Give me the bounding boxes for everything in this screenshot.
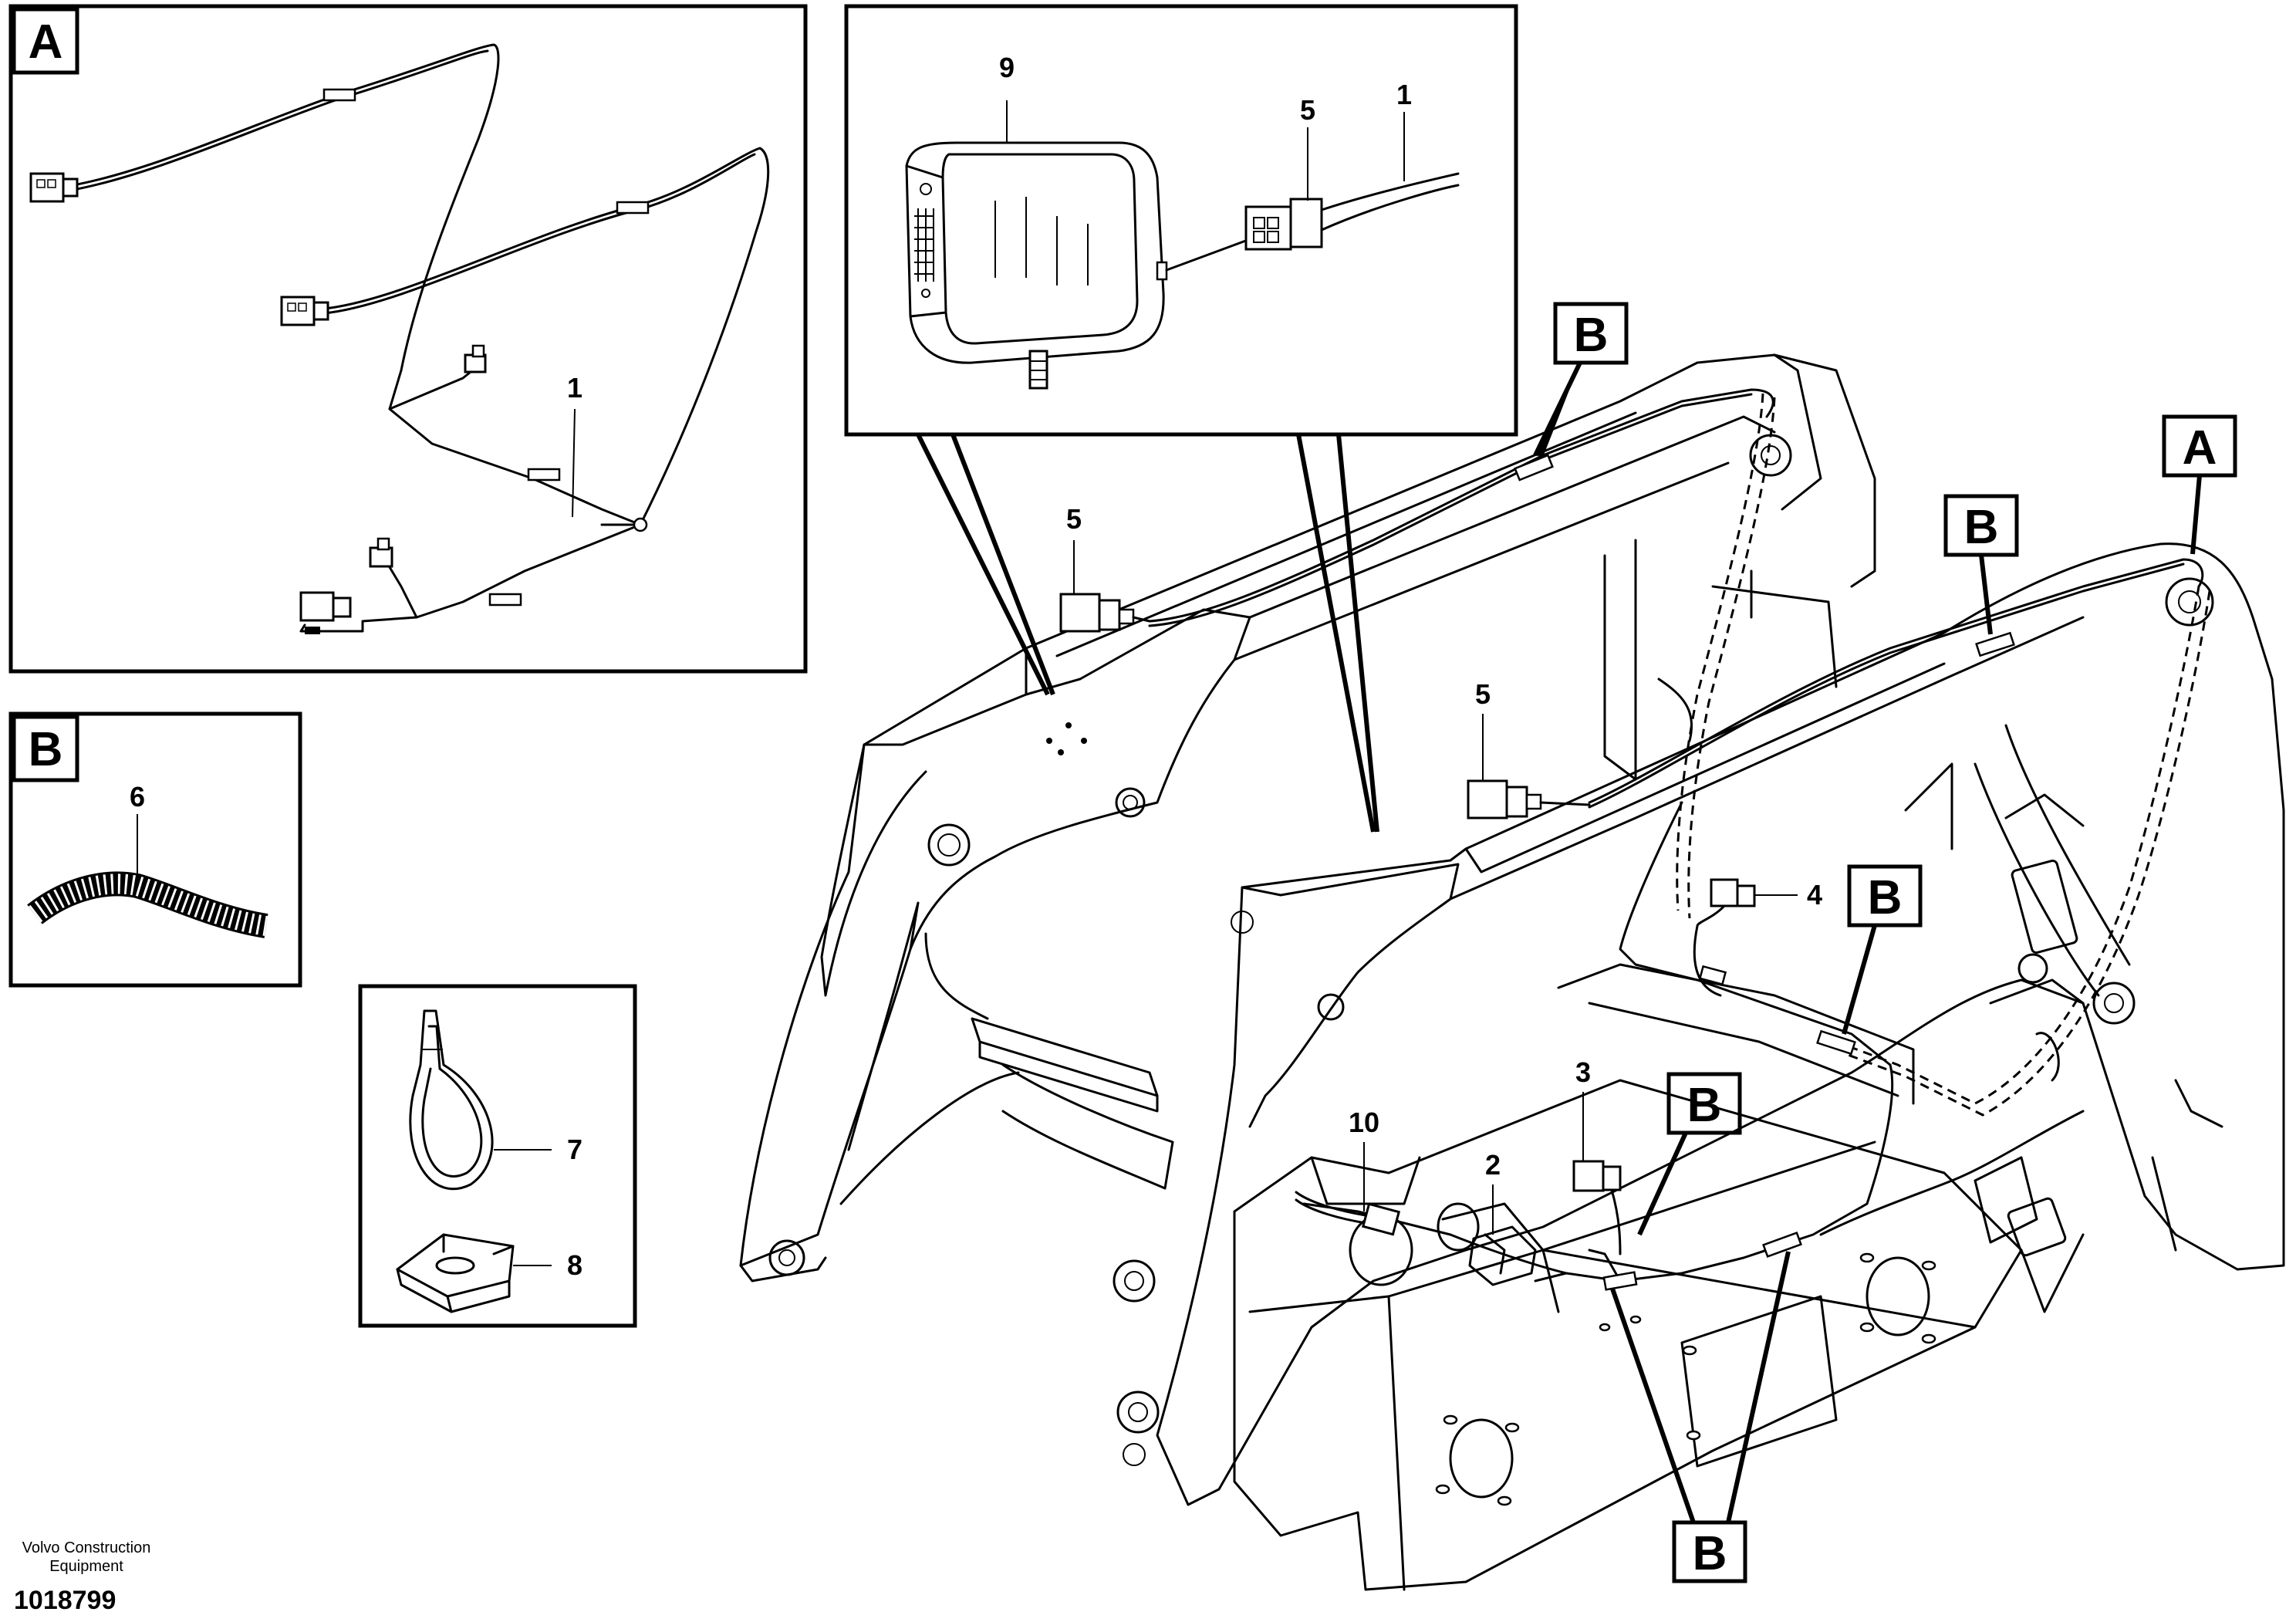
cable-10 [1295,1191,1401,1236]
svg-text:B: B [1693,1527,1727,1580]
detail-b-box-engine: B [1842,864,1923,1035]
detail-lamp-panel: 9 5 1 [844,4,1518,833]
svg-text:B: B [1574,309,1609,362]
drawing-number: 1018799 [14,1586,116,1615]
connector-a-small [464,344,487,373]
callout-5-upper: 5 [1066,503,1082,535]
callout-10: 10 [1349,1107,1379,1138]
callout-6: 6 [130,781,145,813]
svg-text:A: A [2183,421,2217,475]
callout-5-detail: 5 [1300,94,1315,126]
detail-b-label-spiral: B [29,723,63,776]
detail-b-box-center: B [1637,1072,1742,1236]
connector-a-mid [280,296,329,326]
connector-4 [1696,878,1756,928]
connector-a-bottom [299,537,418,634]
detail-b-box-right: B [1943,494,2019,635]
lamp-connector [1244,172,1460,251]
detail-ties-panel: 7 8 [358,984,637,1328]
callout-4: 4 [1807,879,1822,911]
main-harness [924,388,2211,1291]
loader-frame [739,353,2285,1591]
connector-2 [1468,1225,1537,1286]
connector-3 [1572,1160,1622,1255]
footer-company-line2: Equipment [49,1558,123,1575]
svg-text:B: B [1964,501,1999,554]
detail-a-label: A [29,15,63,69]
cable-tie [409,1009,494,1191]
connector-a-top [29,172,79,203]
connector-5-upper [1059,593,1151,633]
callout-9: 9 [999,52,1015,83]
tie-clip [396,1233,515,1313]
callout-1-detail-a: 1 [567,372,582,404]
work-lamp [905,141,1251,390]
detail-a-box-main: A [2162,414,2237,555]
callout-5-lower: 5 [1475,678,1491,710]
callout-1-detail-lamp: 1 [1396,79,1412,110]
detail-b-box-bottom: B [1610,1251,1791,1583]
svg-text:B: B [1687,1079,1722,1132]
footer-company-line1: Volvo Construction [22,1539,151,1556]
detail-b-box-top: B [1533,302,1629,457]
connector-5-lower [1467,779,1591,819]
detail-b-spiral-panel: B 6 [8,711,302,988]
svg-text:B: B [1868,871,1903,924]
callout-2: 2 [1485,1149,1501,1181]
callout-7: 7 [567,1134,582,1165]
callout-3: 3 [1575,1056,1591,1088]
detail-a-panel: A [8,4,808,674]
callout-8: 8 [567,1249,582,1281]
spiral-hose [27,871,268,938]
